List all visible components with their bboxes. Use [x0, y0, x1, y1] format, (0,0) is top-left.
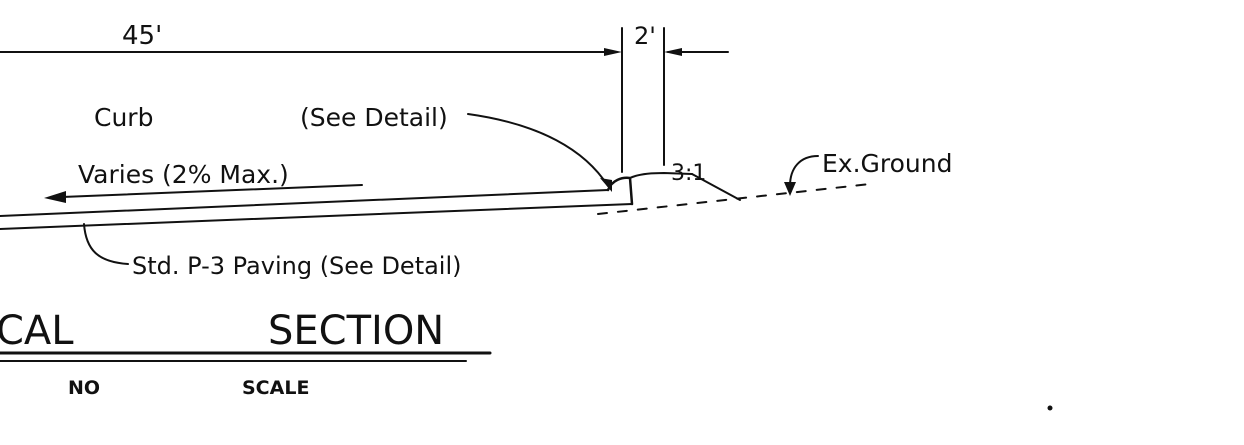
title-section: SECTION: [268, 308, 444, 354]
curb-leader-line: [467, 113, 609, 187]
see-detail-label: (See Detail): [300, 103, 448, 132]
side-slope-label: 3:1: [671, 161, 706, 186]
arrowhead-left: [664, 48, 682, 56]
scale-label: SCALE: [242, 377, 309, 399]
cross-slope-label: Varies (2% Max.): [78, 160, 289, 189]
stray-dot: [1047, 405, 1053, 411]
existing-ground-line: [597, 183, 871, 215]
paving-leader-line: [83, 223, 129, 265]
scale-no-label: NO: [68, 377, 100, 399]
dimension-lines: [0, 27, 729, 173]
pavement-section: [0, 172, 871, 230]
pavement-bottom-surface: [0, 203, 633, 230]
title-fragment: CAL: [0, 308, 74, 354]
pavement-top-surface: [0, 189, 609, 217]
cross-slope-arrowhead: [44, 191, 66, 203]
shoulder-line: [629, 172, 693, 179]
dimension-label-45: 45': [122, 21, 162, 51]
curb-label: Curb: [94, 103, 153, 132]
dimension-label-2: 2': [634, 22, 656, 50]
paving-label: Std. P-3 Paving (See Detail): [132, 252, 462, 280]
existing-ground-leader: [789, 155, 819, 187]
cross-slope-arrow-line: [61, 184, 363, 198]
existing-ground-arrowhead: [784, 182, 796, 196]
arrowhead-right: [604, 48, 622, 56]
existing-ground-label: Ex.Ground: [822, 149, 953, 178]
side-slope-line: [691, 173, 741, 201]
